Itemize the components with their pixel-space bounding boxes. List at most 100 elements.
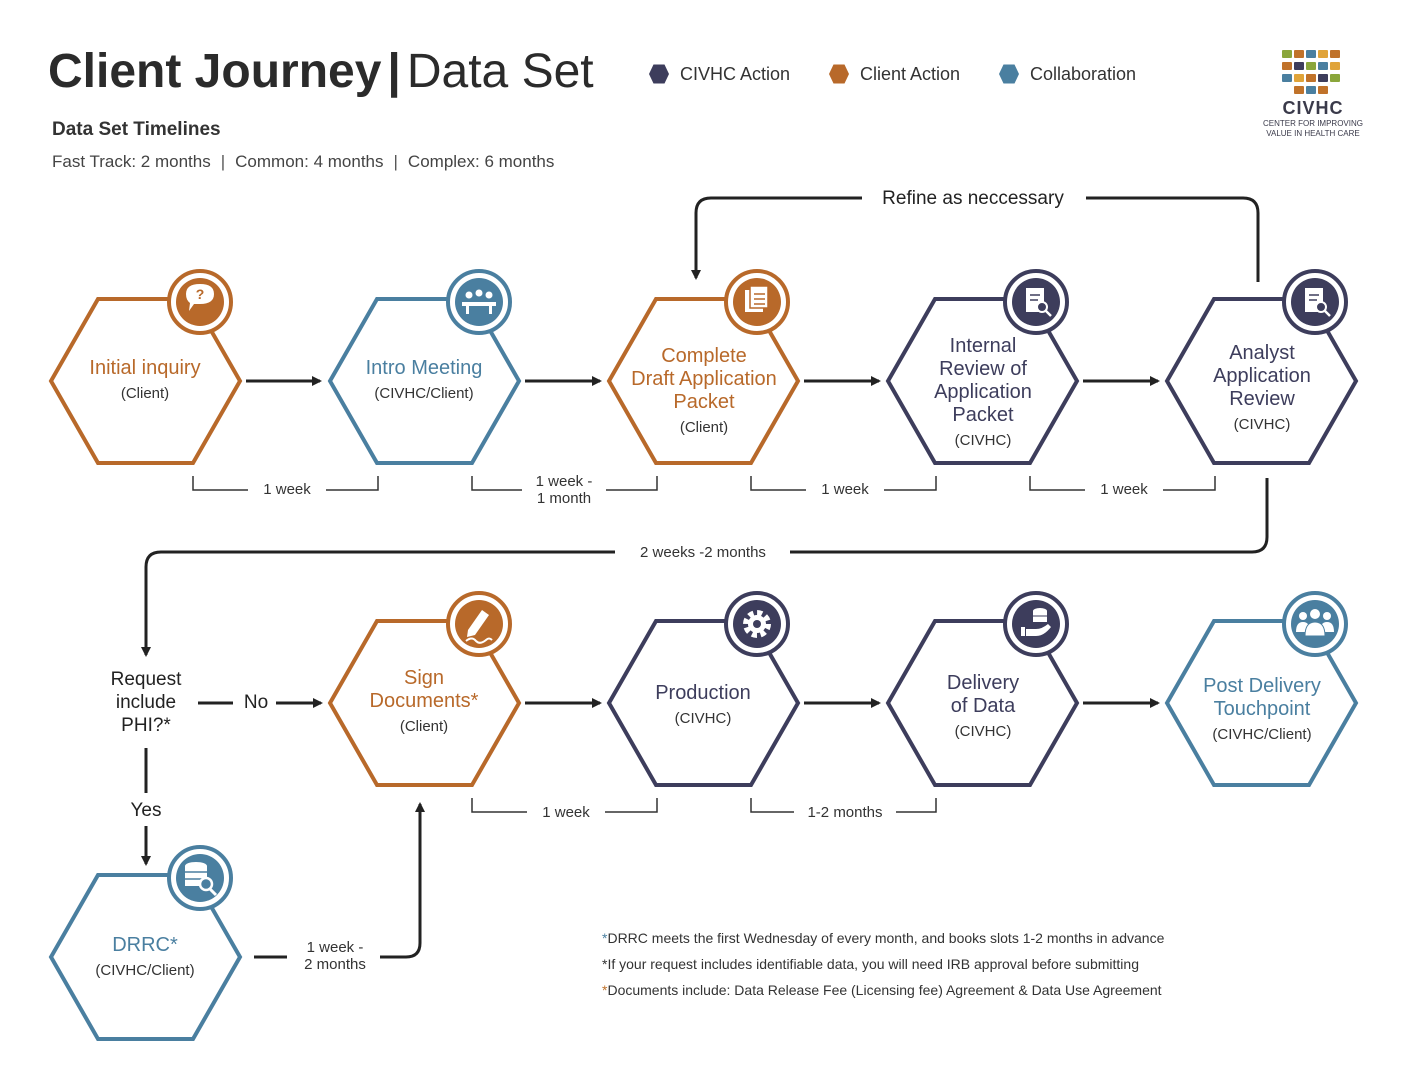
timelines-list: Fast Track: 2 months|Common: 4 months|Co… [52, 152, 555, 171]
timeline-fast-track: Fast Track: 2 months [52, 152, 211, 171]
node-title-line: Touchpoint [1213, 698, 1311, 720]
logo-tagline-2: VALUE IN HEALTH CARE [1266, 129, 1360, 138]
duration-label: 1-2 months [794, 804, 896, 821]
duration-label: 1 week [248, 481, 326, 498]
node-intro-meeting: Intro Meeting (CIVHC/Client) [339, 357, 509, 405]
duration-bracket-2 [471, 476, 658, 491]
duration-bracket-4 [1029, 476, 1216, 491]
node-role: (CIVHC) [674, 710, 732, 727]
node-title-line: Post Delivery [1203, 675, 1321, 697]
legend-civhc: CIVHC Action [648, 60, 790, 88]
icon-initial-inquiry: ? [167, 269, 233, 335]
timelines-heading: Data Set Timelines [52, 119, 221, 140]
svg-text:?: ? [196, 286, 205, 302]
icon-post-delivery [1282, 591, 1348, 657]
node-title-line: Draft Application [631, 368, 777, 390]
node-role: (Client) [679, 419, 729, 436]
decision-line: Request [110, 669, 182, 690]
node-role: (CIVHC) [954, 723, 1012, 740]
node-title-line: Review of [939, 358, 1027, 380]
node-title: Intro Meeting [365, 357, 483, 379]
icon-intro-meeting [446, 269, 512, 335]
node-title-line: of Data [950, 695, 1016, 717]
node-title: DRRC* [112, 934, 178, 956]
logo-tagline-1: CENTER FOR IMPROVING [1262, 119, 1363, 128]
arrow-row-connector [146, 478, 1269, 655]
footnote-documents: *Documents include: Data Release Fee (Li… [602, 982, 1162, 998]
node-title-line: Review [1229, 388, 1295, 410]
node-title-line: Application [934, 381, 1032, 403]
row-gap-label: 2 weeks -2 months [620, 544, 786, 561]
footnote-drrc: *DRRC meets the first Wednesday of every… [602, 930, 1165, 946]
node-title: Initial inquiry [89, 357, 201, 379]
node-role: (CIVHC) [1233, 416, 1291, 433]
icon-analyst-review [1282, 269, 1348, 335]
legend-collaboration: Collaboration [998, 60, 1136, 88]
footnotes: *DRRC meets the first Wednesday of every… [602, 925, 1164, 1003]
decision-line: PHI?* [121, 715, 171, 736]
duration-bracket-6 [750, 798, 937, 813]
node-role: (CIVHC) [954, 432, 1012, 449]
node-role: (CIVHC/Client) [95, 962, 195, 979]
civhc-logo-mark [1282, 50, 1340, 94]
decision-line: include [115, 692, 177, 713]
legend-label: CIVHC Action [680, 63, 791, 84]
duration-label: 1 week - 2 months [290, 939, 380, 973]
node-title: Production [655, 682, 751, 704]
legend-client: Client Action [828, 60, 960, 88]
node-title-line: Delivery [946, 672, 1020, 694]
node-role: (Client) [399, 718, 449, 735]
node-analyst-review: Analyst Application Review (CIVHC) [1177, 342, 1347, 436]
icon-sign-documents [446, 591, 512, 657]
icon-draft-application [724, 269, 790, 335]
icon-delivery [1003, 591, 1069, 657]
node-production: Production (CIVHC) [618, 682, 788, 730]
page-title: Client Journey|Data Set [48, 40, 594, 104]
title-light: Data Set [406, 45, 594, 98]
logo-name: CIVHC [1282, 98, 1344, 118]
node-title-line: Complete [661, 345, 747, 367]
legend-label: Client Action [860, 63, 961, 84]
title-bold: Client Journey [48, 45, 382, 98]
hexagon-icon [999, 64, 1019, 84]
node-title-line: Analyst [1229, 342, 1295, 364]
footnote-irb: *If your request includes identifiable d… [602, 956, 1139, 972]
duration-label: 1 week [806, 481, 884, 498]
icon-internal-review [1003, 269, 1069, 335]
timeline-common: Common: 4 months [235, 152, 384, 171]
node-title-line: Packet [673, 391, 735, 413]
arrow-refine-loop [696, 196, 1260, 282]
legend-label: Collaboration [1030, 63, 1137, 84]
refine-label: Refine as neccessary [882, 188, 1064, 209]
node-drrc: DRRC* (CIVHC/Client) [60, 934, 230, 982]
node-role: (Client) [120, 385, 170, 402]
timeline-complex: Complex: 6 months [407, 152, 555, 171]
node-draft-application: Complete Draft Application Packet (Clien… [614, 345, 794, 439]
node-role: (CIVHC/Client) [1212, 726, 1312, 743]
node-title-line: Application [1213, 365, 1311, 387]
decision-phi: Request include PHI?* [86, 668, 206, 737]
duration-bracket-3 [750, 476, 937, 491]
node-sign-documents: Sign Documents* (Client) [339, 667, 509, 738]
node-role: (CIVHC/Client) [374, 385, 474, 402]
arrow-drrc-to-sign [254, 804, 420, 959]
duration-bracket-1 [192, 476, 379, 491]
duration-label: 1 week [1085, 481, 1163, 498]
decision-no-label: No [243, 692, 269, 713]
node-post-delivery: Post Delivery Touchpoint (CIVHC/Client) [1177, 675, 1347, 746]
hexagon-icon [829, 64, 849, 84]
node-title-line: Sign [403, 667, 445, 689]
icon-production [724, 591, 790, 657]
node-title-line: Packet [952, 404, 1014, 426]
duration-bracket-5 [471, 798, 658, 813]
node-title-line: Internal [949, 335, 1017, 357]
civhc-logo: CIVHC CENTER FOR IMPROVING VALUE IN HEAL… [1258, 98, 1368, 139]
node-internal-review: Internal Review of Application Packet (C… [898, 335, 1068, 452]
duration-label: 1 week [527, 804, 605, 821]
duration-label: 1 week - 1 month [522, 473, 606, 507]
node-delivery: Delivery of Data (CIVHC) [898, 672, 1068, 743]
hexagon-icon [649, 64, 669, 84]
node-title-line: Documents* [369, 690, 479, 712]
decision-yes-label: Yes [130, 800, 162, 821]
